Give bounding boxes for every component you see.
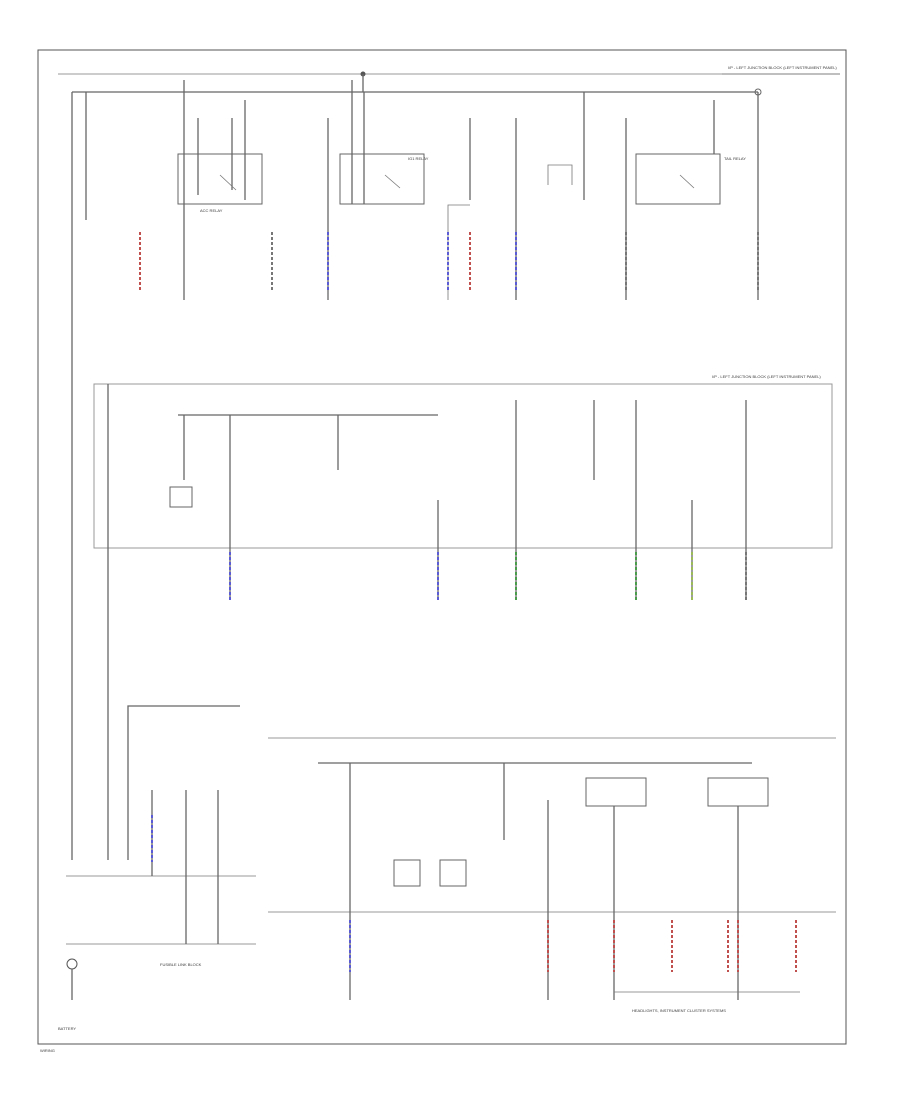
top-colored-wires xyxy=(139,232,759,292)
fusible-link-label: FUSIBLE LINK BLOCK xyxy=(160,962,202,967)
mid-right-box-label: I/P - LEFT JUNCTION BLOCK (LEFT INSTRUME… xyxy=(712,374,821,379)
ig1-relay-box xyxy=(339,153,425,205)
bottom-right-section: HEADLIGHTS, INSTRUMENT CLUSTER SYSTEMS xyxy=(268,737,836,1013)
bottom-colored-wires xyxy=(349,920,797,972)
mid-junction-box xyxy=(93,383,833,549)
footer-code: WIRING xyxy=(40,1048,55,1053)
top-section: I/P - LEFT JUNCTION BLOCK (LEFT INSTRUME… xyxy=(58,65,840,860)
top-right-box-label: I/P - LEFT JUNCTION BLOCK (LEFT INSTRUME… xyxy=(728,65,837,70)
tail-relay-label: TAIL RELAY xyxy=(724,156,746,161)
battery-label: BATTERY xyxy=(58,1026,76,1031)
mid-colored-wires xyxy=(229,552,747,600)
diagram-frame xyxy=(37,49,847,1045)
battery-terminal xyxy=(66,958,78,970)
acc-relay-label: ACC RELAY xyxy=(200,208,223,213)
ig1-relay-label: IG1 RELAY xyxy=(408,156,429,161)
middle-section: I/P - LEFT JUNCTION BLOCK (LEFT INSTRUME… xyxy=(93,374,833,860)
headlights-cluster-label: HEADLIGHTS, INSTRUMENT CLUSTER SYSTEMS xyxy=(632,1008,726,1013)
tail-relay-box xyxy=(635,153,721,205)
fusible-link-section: FUSIBLE LINK BLOCK BATTERY xyxy=(58,705,256,1031)
acc-relay-box xyxy=(177,153,263,205)
